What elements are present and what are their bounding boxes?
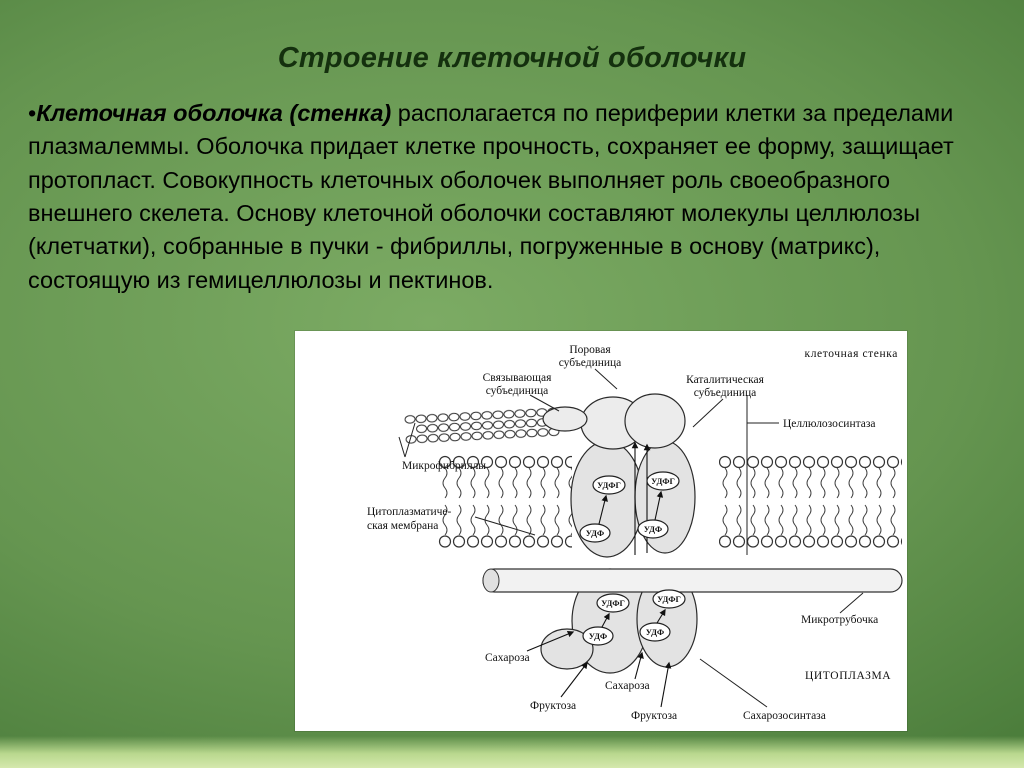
udpg-label: УДФГ: [657, 594, 681, 604]
udp-label: УДФ: [589, 631, 607, 641]
label-sucrose-synthase: Сахарозосинтаза: [743, 710, 826, 722]
label-pore-subunit: Поровая: [569, 344, 611, 356]
microtubule-shape: [482, 568, 903, 593]
label-cytoplasmic-membrane: Цитоплазматиче-: [367, 506, 452, 518]
label-microfibrils: Микрофибриллы: [402, 460, 486, 472]
label-fructose: Фруктоза: [530, 700, 576, 712]
udp-node: УДФ: [637, 519, 669, 539]
label-binding-subunit: субъединица: [486, 385, 549, 397]
udp-node: УДФ: [582, 626, 614, 646]
label-microtubule: Микротрубочка: [801, 614, 878, 626]
udp-node: УДФ: [579, 523, 611, 543]
slide-paragraph: •Клеточная оболочка (стенка) располагает…: [28, 97, 996, 297]
udp-node: УДФ: [639, 622, 671, 642]
diagram-panel: УДФГ УДФГ УДФ УДФ УДФГ УДФГ: [295, 331, 907, 731]
complex-lower-lobe: [540, 628, 594, 670]
label-binding-subunit: Связывающая: [483, 372, 552, 384]
leader-lines: [398, 368, 864, 708]
cellulose-synthase-complex: [540, 393, 698, 674]
slide-title: Строение клеточной оболочки: [277, 42, 747, 74]
label-sucrose: Сахароза: [485, 652, 530, 664]
microfibril-chains: [404, 406, 560, 445]
label-catalytic-subunit: Каталитическая: [686, 374, 765, 386]
label-fructose: Фруктоза: [631, 710, 677, 722]
udp-glucose-node: УДФГ: [596, 593, 630, 613]
pore-subunit-shape: [624, 393, 686, 449]
bullet-marker: •: [28, 100, 37, 126]
paragraph-lead-bold: Клеточная оболочка (стенка): [36, 100, 392, 126]
udp-label: УДФ: [646, 627, 664, 637]
udp-glucose-node: УДФГ: [592, 475, 626, 495]
cell-wall-diagram: УДФГ УДФГ УДФ УДФ УДФГ УДФГ: [367, 344, 903, 722]
label-catalytic-subunit: субъединица: [694, 387, 757, 399]
label-pore-subunit: субъединица: [559, 357, 622, 369]
udpg-label: УДФГ: [597, 480, 621, 490]
slide-bottom-gradient-band: [0, 736, 1024, 768]
udp-glucose-node: УДФГ: [652, 589, 686, 609]
plasma-membrane-bilayer: [438, 455, 902, 548]
binding-subunit-shape: [542, 406, 588, 432]
label-cytoplasmic-membrane: ская мембрана: [367, 520, 438, 532]
udp-glucose-node: УДФГ: [646, 471, 680, 491]
label-cytoplasm: ЦИТОПЛАЗМА: [805, 670, 891, 682]
udpg-label: УДФГ: [651, 476, 675, 486]
udpg-label: УДФГ: [601, 598, 625, 608]
paragraph-body: располагается по периферии клетки за пре…: [28, 100, 954, 293]
label-sucrose: Сахароза: [605, 680, 650, 692]
reaction-arrows: [526, 490, 672, 708]
udp-label: УДФ: [586, 528, 604, 538]
udp-label: УДФ: [644, 524, 662, 534]
label-cellulose-synthase: Целлюлозосинтаза: [783, 418, 876, 430]
label-cell-wall: клеточная стенка: [805, 348, 898, 360]
